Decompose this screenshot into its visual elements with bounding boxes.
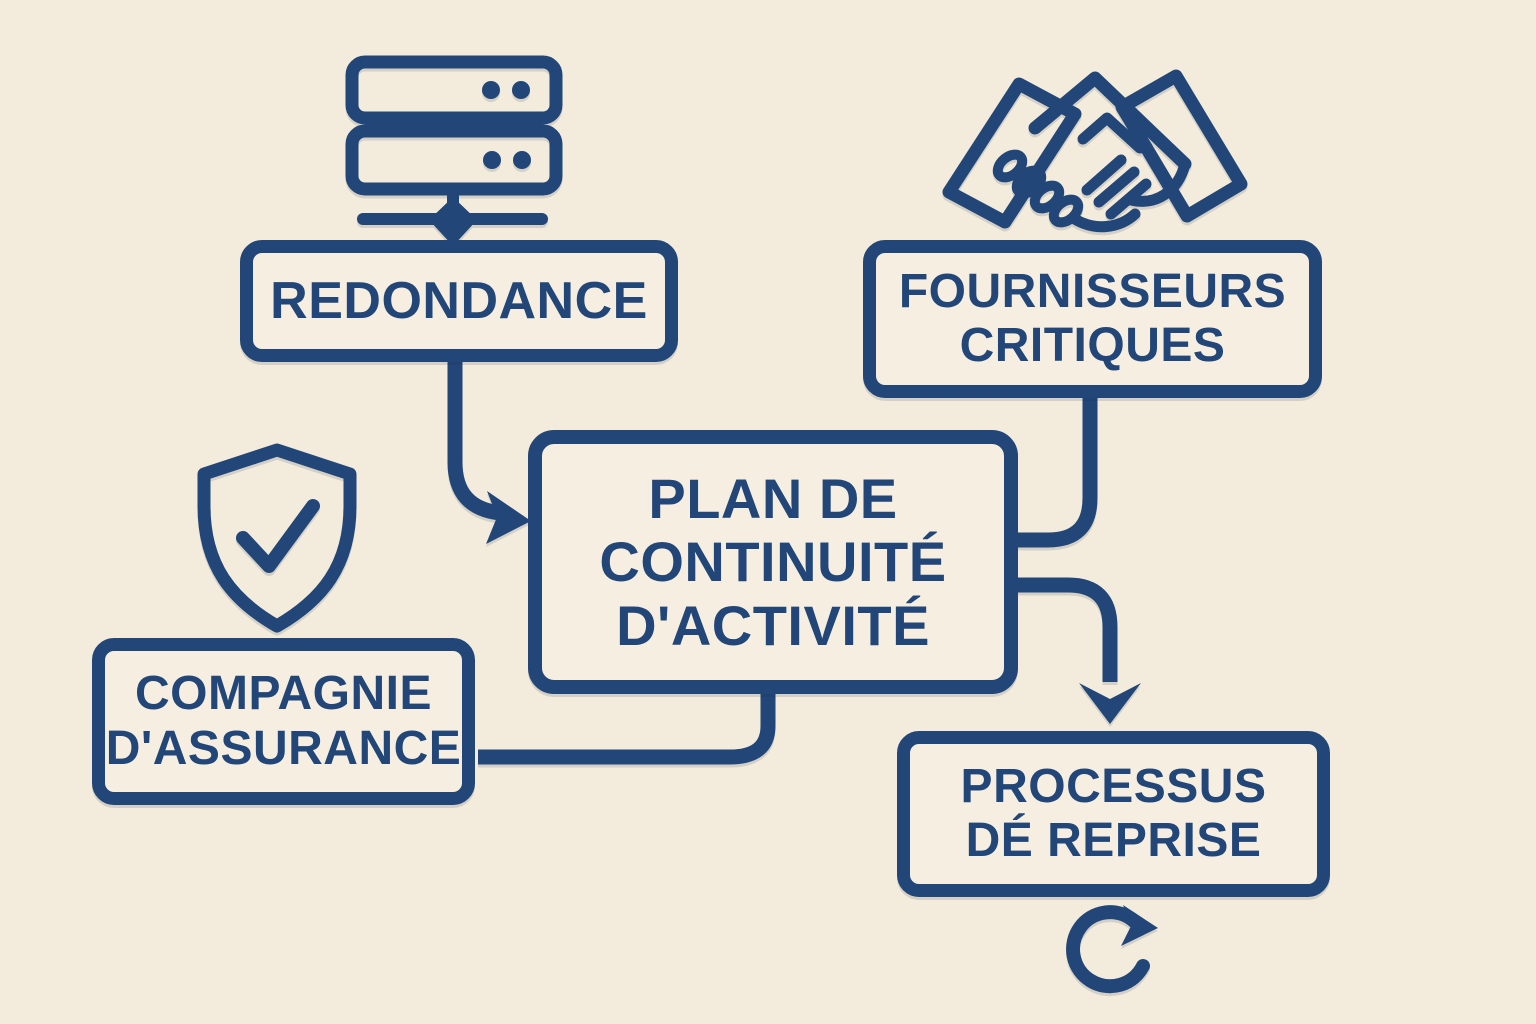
handshake-icon <box>942 69 1248 233</box>
node-assurance-line1: COMPAGNIE <box>135 667 432 721</box>
server-arrow-diamond <box>429 197 477 246</box>
shield-check-icon <box>197 443 357 633</box>
node-redondance: REDONDANCE <box>240 240 678 362</box>
node-fournisseurs: FOURNISSEURS CRITIQUES <box>863 240 1322 398</box>
edge-redondance-plan <box>447 360 531 544</box>
node-plan-line2: CONTINUITÉ <box>599 530 947 594</box>
edge-assurance-plan <box>478 690 776 765</box>
node-compagnie-assurance: COMPAGNIE D'ASSURANCE <box>92 638 475 805</box>
node-fournisseurs-line1: FOURNISSEURS <box>898 264 1287 318</box>
refresh-arrowhead <box>1121 905 1158 946</box>
node-processus-reprise: PROCESSUS DÉ REPRISE <box>897 731 1330 897</box>
edge-arrowhead-right <box>486 491 531 544</box>
node-plan-line1: PLAN DE <box>648 467 898 531</box>
node-plan-de-continuite: PLAN DE CONTINUITÉ D'ACTIVITÉ <box>528 430 1018 694</box>
node-reprise-line1: PROCESSUS <box>960 759 1267 813</box>
check-icon <box>236 499 320 573</box>
refresh-icon <box>1066 905 1158 994</box>
edge-plan-reprise <box>1014 577 1141 724</box>
server-icon <box>345 55 563 246</box>
node-fournisseurs-line2: CRITIQUES <box>959 319 1226 372</box>
edge-fournisseurs-plan <box>1014 396 1098 548</box>
node-redondance-label: REDONDANCE <box>270 271 648 330</box>
edge-arrowhead-down <box>1079 683 1141 724</box>
node-assurance-line2: D'ASSURANCE <box>105 721 462 775</box>
node-reprise-line2: DÉ REPRISE <box>965 814 1262 867</box>
node-plan-line3: D'ACTIVITÉ <box>616 593 930 657</box>
